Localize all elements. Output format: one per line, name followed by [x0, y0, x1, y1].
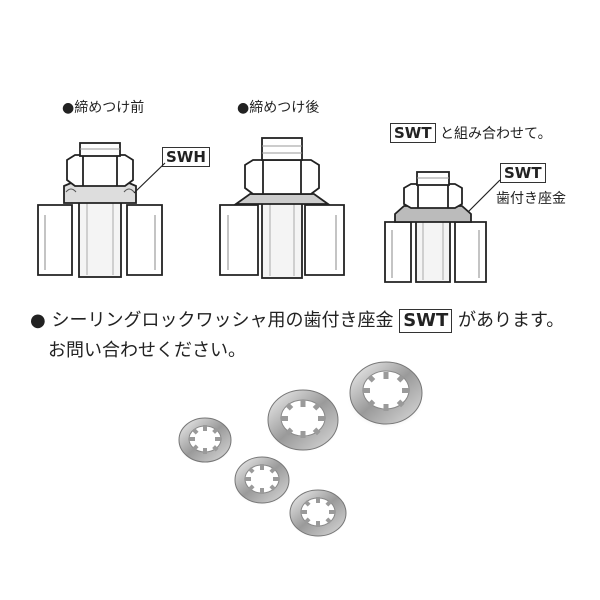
before-tightening-label: ●締めつけ前 [62, 100, 145, 116]
swt-combo-box: SWT [390, 123, 436, 143]
note-text-a: シーリングロックワッシャ用の歯付き座金 [51, 310, 394, 331]
washer-2 [266, 389, 340, 453]
washer-4 [233, 456, 291, 506]
swt-box: SWT [500, 163, 546, 183]
swt-combo-label: SWT と組み合わせて。 [390, 123, 552, 143]
washer-photos [177, 361, 425, 539]
bolt-tip [261, 137, 303, 161]
swh-label: SWH [162, 147, 210, 167]
note-swt-box: SWT [399, 309, 453, 333]
plate-right [126, 204, 163, 276]
swt-combo-text: と組み合わせて。 [440, 126, 552, 142]
diagram-after [219, 137, 345, 279]
plate-right [304, 204, 345, 276]
bolt-shaft [261, 199, 303, 279]
swt-label: SWT [500, 163, 546, 183]
plate-left [37, 204, 73, 276]
swt-washer [394, 205, 472, 223]
nut [403, 183, 463, 209]
note-line-1: ● シーリングロックワッシャ用の歯付き座金 SWT があります。 [30, 308, 564, 334]
plate-left [384, 221, 412, 283]
nut [66, 154, 134, 187]
diagram-with-swt [384, 171, 501, 283]
note-bullet: ● [30, 310, 46, 331]
after-tightening-label: ●締めつけ後 [237, 100, 320, 116]
washer-1 [177, 417, 233, 464]
plate-left [219, 204, 259, 276]
washer-5 [289, 489, 347, 539]
bolt-shaft [415, 211, 451, 283]
swh-box: SWH [162, 147, 210, 167]
toothed-washer-label: 歯付き座金 [496, 191, 566, 207]
nut [244, 159, 320, 195]
note-line-2: お問い合わせください。 [48, 340, 246, 361]
washer-3 [347, 361, 425, 429]
diagram-before [37, 142, 166, 278]
plate-right [454, 221, 487, 283]
swh-washer-compressed [233, 193, 331, 205]
note-text-b: があります。 [458, 310, 565, 331]
